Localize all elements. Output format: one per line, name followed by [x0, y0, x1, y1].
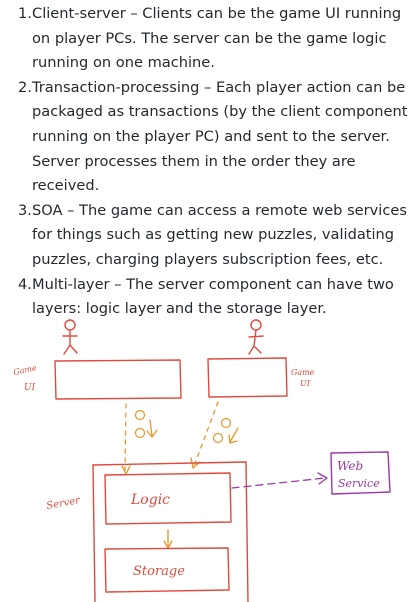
storage-label: Storage	[133, 564, 185, 579]
transaction-token	[212, 432, 224, 444]
transaction-path-left	[124, 403, 127, 471]
logic-box	[104, 472, 232, 525]
item-number: 1.	[18, 5, 32, 22]
logic-to-storage-arrow	[163, 529, 173, 549]
server-label: Server	[46, 495, 82, 512]
item-number: 4.	[18, 275, 32, 293]
transaction-token	[134, 409, 146, 421]
transaction-token	[134, 427, 146, 439]
item-text: Multi-layer – The server component can h…	[32, 275, 394, 318]
logic-label: Logic	[130, 492, 170, 508]
storage-box	[104, 547, 230, 593]
player-figure-left	[62, 319, 78, 355]
transaction-down-arrow	[146, 419, 158, 438]
item-text: Transaction-processing – Each player act…	[32, 78, 408, 195]
soa-arrow	[231, 477, 326, 489]
game-ui-left-label-1: Game	[13, 363, 38, 377]
player-figure-right	[248, 319, 264, 355]
item-number: 2.	[18, 78, 32, 96]
game-ui-box-left	[54, 359, 182, 400]
game-ui-left-label-2: UI	[24, 383, 36, 393]
list-item: 4. Multi-layer – The server component ca…	[18, 273, 414, 322]
web-service-box	[330, 451, 391, 495]
transaction-token	[220, 417, 232, 429]
game-ui-right-label-1: Game	[291, 368, 315, 377]
web-service-label-2: Service	[338, 477, 380, 490]
item-text: SOA – The game can access a remote web s…	[32, 201, 407, 268]
transaction-path-right	[193, 401, 219, 467]
game-ui-right-label-2: UI	[300, 379, 311, 388]
server-box	[92, 461, 249, 602]
web-service-label-1: Web	[337, 459, 363, 473]
item-number: 3.	[18, 201, 32, 219]
transaction-down-arrow	[228, 427, 239, 444]
game-ui-box-right	[207, 357, 288, 398]
list-item: 3. SOA – The game can access a remote we…	[18, 199, 414, 273]
item-text: Client-server – Clients can be the game …	[32, 5, 402, 72]
answer-list: 1. Client-server – Clients can be the ga…	[0, 2, 414, 322]
list-item: 1. Client-server – Clients can be the ga…	[18, 2, 414, 76]
list-item: 2. Transaction-processing – Each player …	[18, 76, 414, 199]
